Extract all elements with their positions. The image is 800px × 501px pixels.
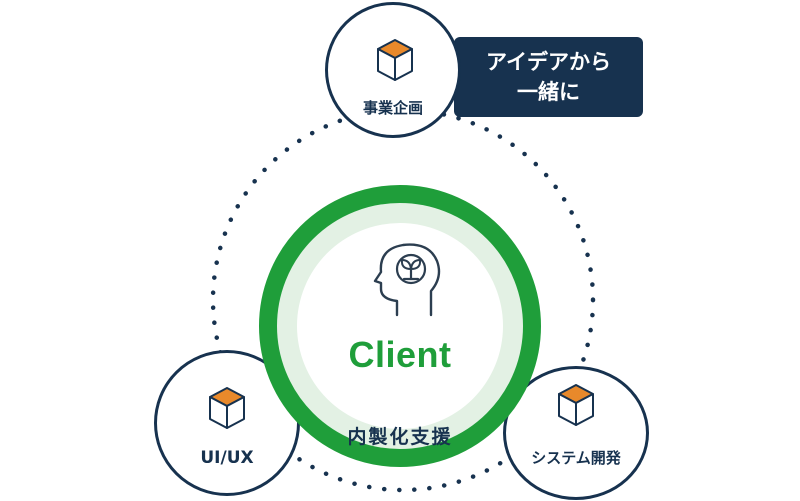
box-icon <box>558 384 594 426</box>
head-with-sprout-icon <box>373 243 441 317</box>
support-label: 内製化支援 <box>347 426 453 448</box>
node-ui-ux: UI/UX <box>154 350 300 496</box>
callout-line-2: 一緒に <box>517 80 580 104</box>
box-icon <box>209 387 245 429</box>
box-icon <box>377 39 413 81</box>
node-label-business-planning: 事業企画 <box>362 99 423 117</box>
callout-line-1: アイデアから <box>486 50 611 74</box>
node-label-system-development: システム開発 <box>531 449 621 467</box>
client-inner-circle: Client <box>297 223 503 429</box>
node-business-planning: 事業企画 <box>325 2 461 138</box>
node-system-development: システム開発 <box>503 366 649 500</box>
node-label-ui-ux: UI/UX <box>200 448 254 468</box>
client-label: Client <box>348 334 452 375</box>
callout-box: アイデアから 一緒に <box>454 37 643 117</box>
